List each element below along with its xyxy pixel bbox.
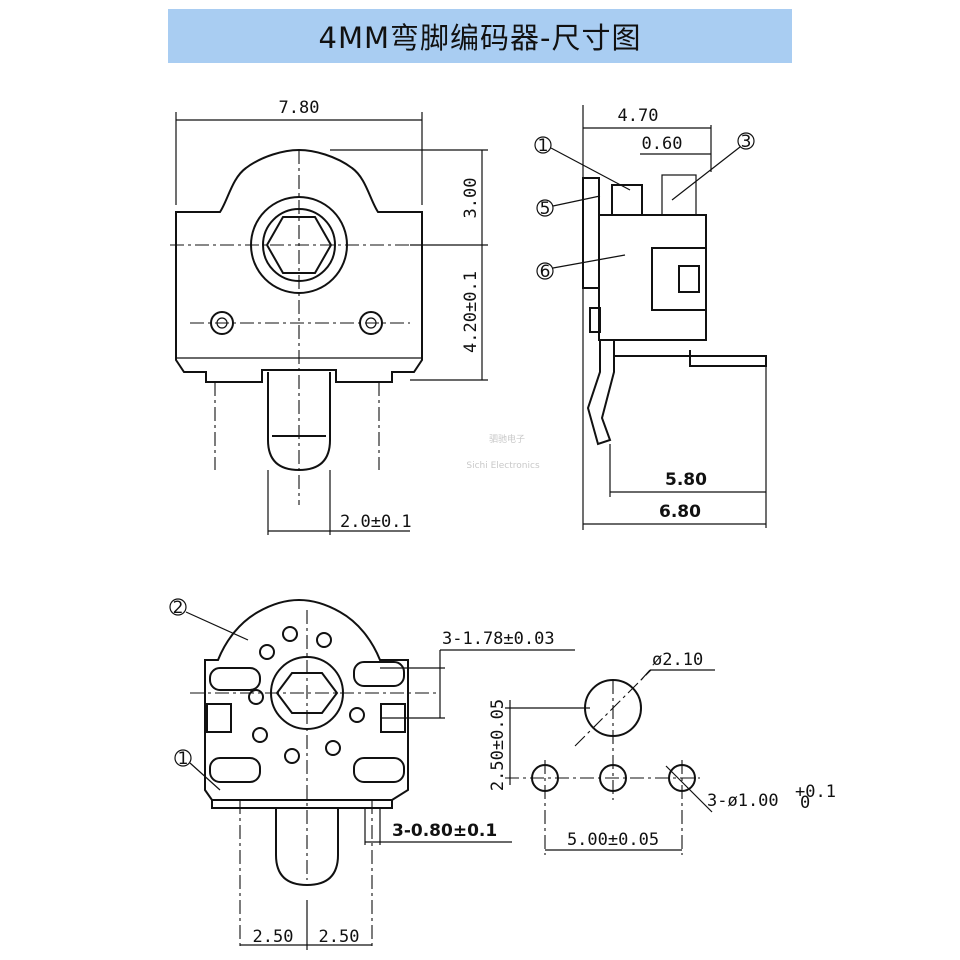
- callout-6-leader: [552, 254, 626, 269]
- footprint-tol-dn: 0: [800, 793, 810, 813]
- bottom-hole-4: [248, 689, 264, 705]
- side-top-block-left: [611, 184, 643, 216]
- contact-right-top: [353, 661, 405, 687]
- dim-height-top-label: 3.00: [461, 178, 481, 219]
- dim-depth-label: 4.70: [618, 106, 659, 126]
- dim-pitch-right-label: 2.50: [319, 927, 360, 947]
- side-window: [651, 247, 707, 311]
- callout-2-bottom-label: 2: [173, 598, 184, 618]
- page-title: 4MM弯脚编码器-尺寸图: [318, 21, 642, 55]
- callout-1-bottom-label: 1: [178, 749, 189, 769]
- callout-6-side: [536, 262, 554, 280]
- watermark-cn: 驷驰电子: [489, 433, 525, 445]
- bottom-hole-1: [282, 626, 298, 642]
- footprint-big-hole-label: ø2.10: [652, 650, 703, 670]
- footprint-pitch-label: 5.00±0.05: [567, 830, 659, 850]
- contact-right-bottom: [353, 757, 405, 783]
- bottom-hole-8: [325, 740, 341, 756]
- front-view: 7.80 3.00 4.20±0.1 2.0±0.1: [170, 98, 488, 535]
- callout-1-leader: [550, 147, 631, 191]
- dim-pitch-left-label: 2.50: [253, 927, 294, 947]
- footprint-row-spacing-label: 2.50±0.05: [488, 699, 508, 791]
- callout-3-leader: [671, 146, 741, 201]
- front-body-outline: [175, 148, 423, 383]
- dim-holes-label: 3-1.78±0.03: [442, 629, 555, 649]
- side-view: 4.70 0.60 5.80 6.80 1 3 5 6: [534, 105, 767, 530]
- footprint-tol-up: +0.1: [795, 782, 836, 802]
- pcb-footprint: ø2.10 3-ø1.00 +0.1 0 2.50±0.05 5.00±0.05: [488, 650, 836, 855]
- dim-pin-len-2-label: 6.80: [659, 502, 701, 522]
- dim-height-mid-label: 4.20±0.1: [461, 271, 481, 353]
- bottom-hole-3: [259, 644, 275, 660]
- footprint-small-holes-label: 3-ø1.00: [707, 791, 779, 811]
- callout-5-leader: [552, 195, 601, 207]
- dim-shaft-label: 2.0±0.1: [340, 512, 412, 532]
- contact-left-top: [209, 667, 261, 691]
- footprint-small-leader: [665, 765, 713, 813]
- callout-2-bottom: [169, 598, 187, 616]
- dim-pin-len-1-label: 5.80: [665, 470, 707, 490]
- dim-offset-label: 0.60: [642, 134, 683, 154]
- contact-left-bottom: [209, 757, 261, 783]
- side-bent-pin: [586, 339, 615, 446]
- callout-1-bottom: [174, 749, 192, 767]
- footprint-big-hole-leader: [640, 669, 651, 681]
- callout-3-side: [737, 132, 755, 150]
- callout-1-side-label: 1: [538, 136, 549, 156]
- watermark-en: Sichi Electronics: [466, 461, 540, 471]
- side-front-plate: [582, 177, 600, 289]
- title-banner: 4MM弯脚编码器-尺寸图: [168, 9, 792, 63]
- hex-shaft-icon: [265, 216, 333, 274]
- bottom-hole-5: [349, 707, 365, 723]
- dim-width-label: 7.80: [279, 98, 320, 118]
- callout-5-side: [536, 199, 554, 217]
- callout-1-leader: [189, 762, 221, 791]
- callout-5-side-label: 5: [540, 199, 551, 219]
- side-tab: [589, 307, 601, 333]
- bottom-base-strip: [211, 799, 393, 809]
- callout-1-side: [534, 136, 552, 154]
- side-top-block-right: [661, 174, 697, 216]
- bottom-hole-6: [252, 727, 268, 743]
- bottom-view: 3-1.78±0.03 3-0.80±0.1 2.50 2.50 2 1: [169, 598, 575, 950]
- bottom-shaft: [275, 808, 339, 887]
- callout-6-side-label: 6: [540, 262, 551, 282]
- dim-pins-label: 3-0.80±0.1: [392, 821, 497, 841]
- bottom-hole-7: [284, 748, 300, 764]
- contact-left-slot: [206, 703, 232, 733]
- bottom-hole-2: [316, 632, 332, 648]
- side-window-inner: [678, 265, 700, 293]
- callout-2-leader: [185, 611, 249, 641]
- bottom-body-outline: [204, 598, 409, 801]
- callout-3-side-label: 3: [741, 132, 752, 152]
- side-bottom-lead: [614, 350, 767, 367]
